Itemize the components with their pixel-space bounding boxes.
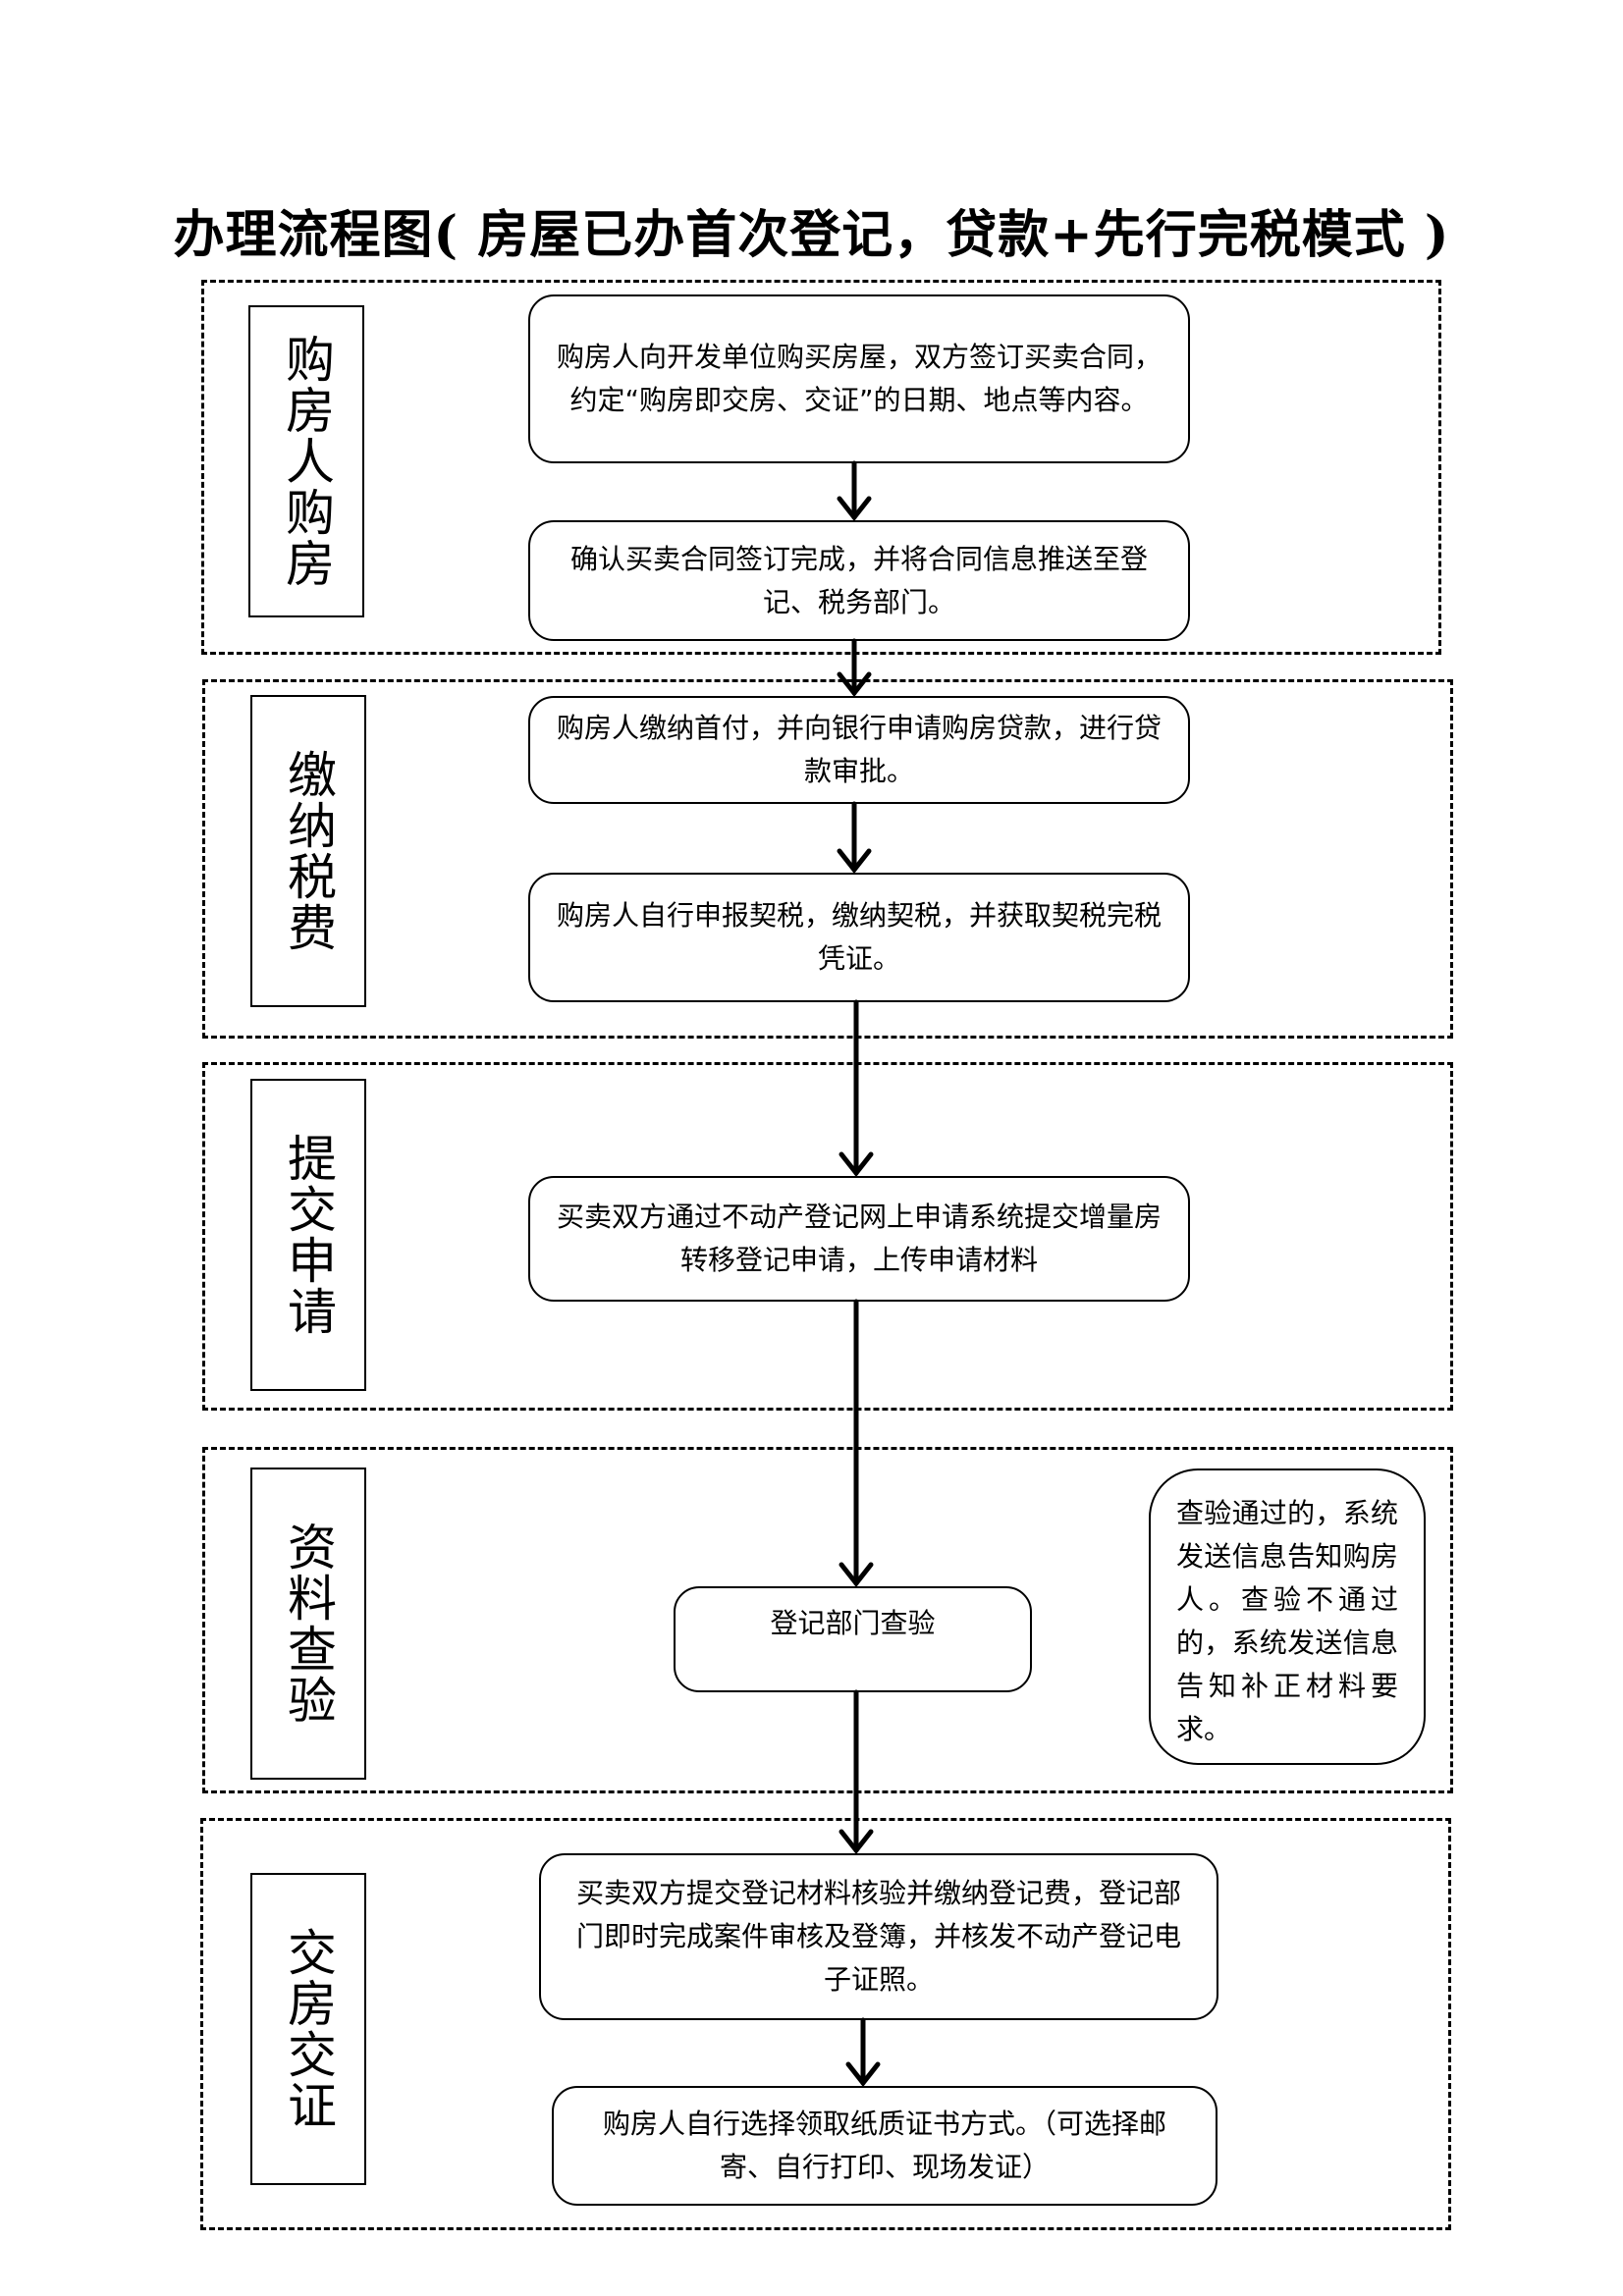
stage-label-purchase: 购房人购房 <box>248 305 364 617</box>
stage-label-submit: 提交申请 <box>250 1079 366 1391</box>
step-text: 登记部门查验 <box>770 1607 936 1639</box>
stage-label-text: 缴纳税费 <box>280 749 337 953</box>
page-title: 办理流程图( 房屋已办首次登记，贷款+先行完税模式 ) <box>173 205 1450 265</box>
step-text: 购房人向开发单位购买房屋，双方签订买卖合同，约定“购房即交房、交证”的日期、地点… <box>556 341 1162 416</box>
stage-section-purchase <box>201 280 1441 655</box>
step-registration-review: 登记部门查验 <box>674 1586 1032 1692</box>
step-text: 买卖双方通过不动产登记网上申请系统提交增量房转移登记申请，上传申请材料 <box>556 1201 1162 1276</box>
stage-label-review: 资料查验 <box>250 1468 366 1780</box>
step-sign-contract: 购房人向开发单位购买房屋，双方签订买卖合同，约定“购房即交房、交证”的日期、地点… <box>528 294 1190 463</box>
step-deed-tax: 购房人自行申报契税，缴纳契税，并获取契税完税凭证。 <box>528 873 1190 1002</box>
step-text: 购房人自行选择领取纸质证书方式。（可选择邮寄、自行打印、现场发证） <box>602 2108 1166 2183</box>
stage-section-submit <box>202 1062 1453 1411</box>
stage-label-text: 提交申请 <box>280 1133 337 1337</box>
stage-section-delivery <box>200 1818 1451 2230</box>
stage-label-text: 购房人购房 <box>278 334 335 589</box>
stage-label-text: 交房交证 <box>280 1927 337 2131</box>
stage-section-review <box>202 1447 1453 1793</box>
step-text: 买卖双方提交登记材料核验并缴纳登记费，登记部门即时完成案件审核及登簿，并核发不动… <box>575 1877 1181 1996</box>
stage-label-text: 资料查验 <box>280 1522 337 1726</box>
step-text: 确认买卖合同签订完成，并将合同信息推送至登记、税务部门。 <box>569 542 1148 618</box>
step-text: 购房人自行申报契税，缴纳契税，并获取契税完税凭证。 <box>556 899 1162 975</box>
step-paper-certificate: 购房人自行选择领取纸质证书方式。（可选择邮寄、自行打印、现场发证） <box>552 2086 1217 2206</box>
review-result-note: 查验通过的，系统发送信息告知购房人。查验不通过的，系统发送信息告知补正材料要求。 <box>1149 1468 1426 1765</box>
note-text: 查验通过的，系统发送信息告知购房人。查验不通过的，系统发送信息告知补正材料要求。 <box>1176 1497 1398 1745</box>
step-push-contract-info: 确认买卖合同签订完成，并将合同信息推送至登记、税务部门。 <box>528 520 1190 641</box>
step-loan-application: 购房人缴纳首付，并向银行申请购房贷款，进行贷款审批。 <box>528 696 1190 804</box>
stage-label-delivery: 交房交证 <box>250 1873 366 2185</box>
stage-label-taxes: 缴纳税费 <box>250 695 366 1007</box>
step-registration-fee: 买卖双方提交登记材料核验并缴纳登记费，登记部门即时完成案件审核及登簿，并核发不动… <box>539 1853 1218 2020</box>
step-online-application: 买卖双方通过不动产登记网上申请系统提交增量房转移登记申请，上传申请材料 <box>528 1176 1190 1302</box>
stage-section-taxes <box>202 679 1453 1039</box>
step-text: 购房人缴纳首付，并向银行申请购房贷款，进行贷款审批。 <box>556 712 1162 787</box>
